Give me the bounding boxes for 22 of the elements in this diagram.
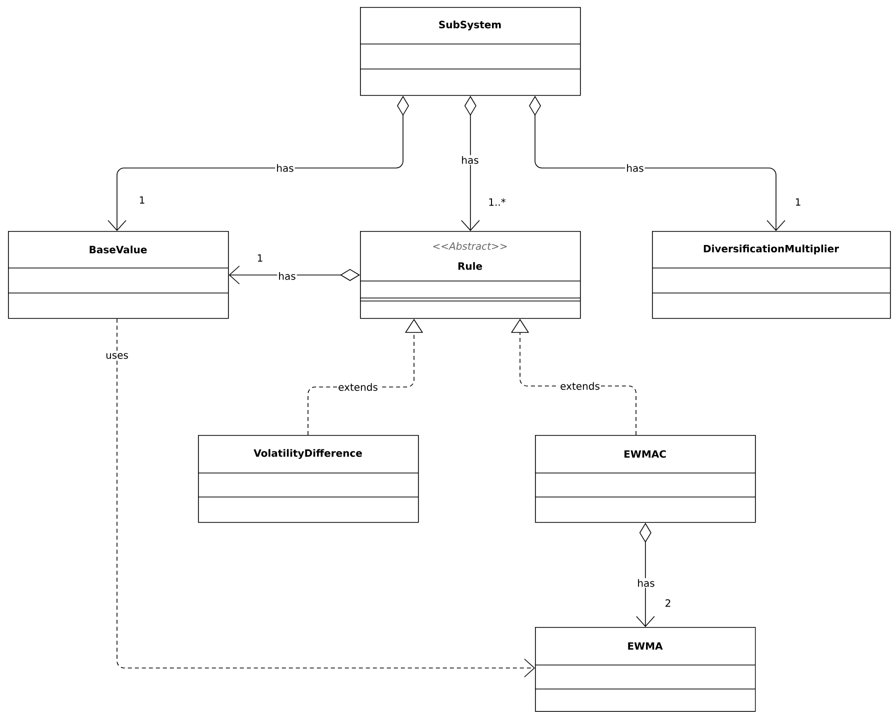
class-box: <<Abstract>> Rule [360,231,581,319]
edge-label: has [277,271,297,281]
class-box: EWMA [534,627,756,712]
edge-label: has [625,163,645,173]
class-box: EWMAC [534,435,756,523]
class-box: VolatilityDifference [198,435,419,523]
edge-label: uses [104,352,130,360]
multiplicity-label: 1 [140,196,144,204]
edge-label: extends [337,382,379,392]
class-box: BaseValue [8,231,229,319]
multiplicity-label: 1..* [489,198,506,206]
class-box: DiversificationMultiplier [652,231,891,319]
multiplicity-label: 2 [666,599,670,607]
aggregation-arrow [228,266,360,284]
edge-label: has [636,578,656,588]
class-box: SubSystem [360,7,581,96]
edge-label: extends [559,381,601,391]
edge-label: has [460,155,480,165]
edge-label: has [275,163,295,173]
multiplicity-label: 1 [796,198,800,206]
multiplicity-label: 1 [258,254,262,262]
dependency-arrow [116,318,535,678]
